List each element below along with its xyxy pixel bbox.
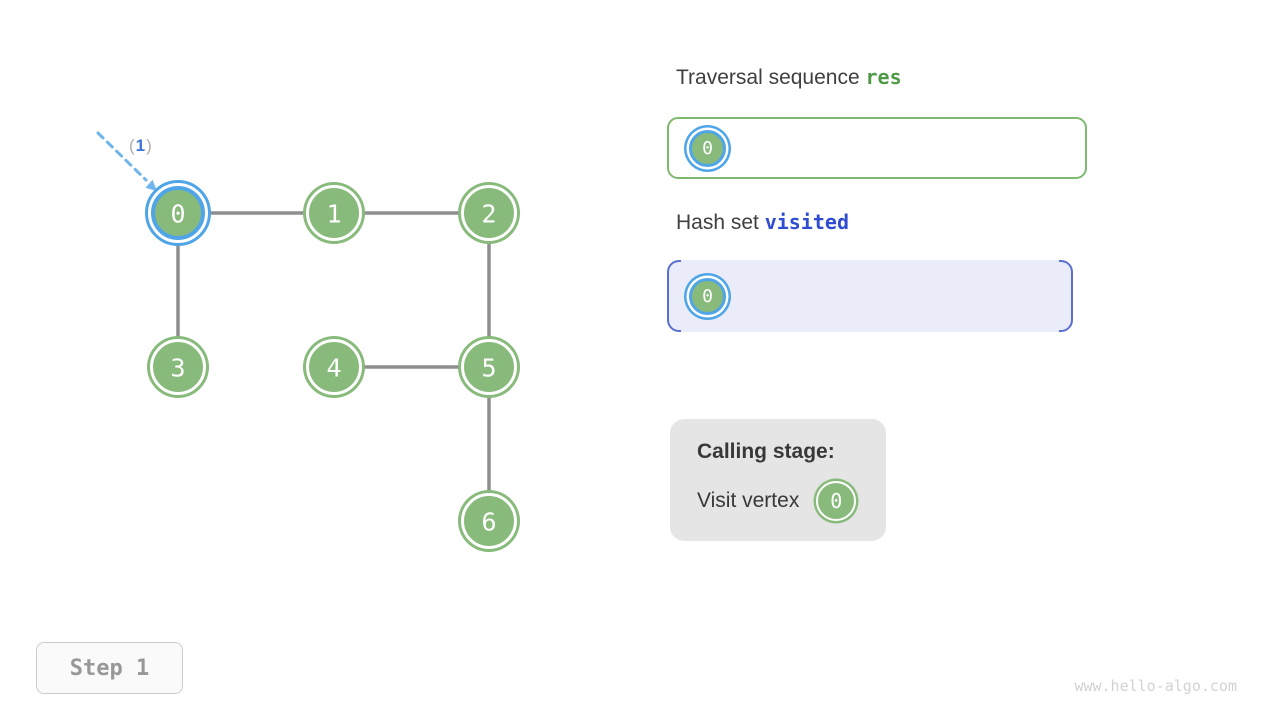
visited-panel-title: Hash set visited: [676, 210, 849, 235]
graph-node-5: 5: [458, 336, 520, 398]
svg-text:2: 2: [481, 200, 496, 229]
svg-text:5: 5: [481, 354, 496, 383]
graph-node-4: 4: [303, 336, 365, 398]
hash-set-items: 0: [667, 260, 1073, 332]
arrow-head: [145, 179, 157, 191]
visited-title-text: Hash set: [676, 211, 759, 234]
svg-text:3: 3: [170, 354, 185, 383]
label-step-number: 1: [135, 136, 147, 155]
vertex-label: 0: [830, 489, 843, 513]
watermark: www.hello-algo.com: [1074, 677, 1237, 695]
calling-stage-box: Calling stage: Visit vertex 0: [670, 419, 886, 541]
step-indicator: Step 1: [36, 642, 183, 694]
set-bracket-left: [667, 260, 681, 332]
graph-node-2: 2: [458, 182, 520, 244]
action-text: Visit vertex: [697, 489, 800, 512]
svg-text:4: 4: [326, 354, 341, 383]
visited-variable-name: visited: [764, 210, 850, 234]
graph-diagram: 0 1 2 3 4 5 6: [96, 131, 520, 552]
svg-text:1: 1: [326, 200, 341, 229]
vertex-chip-0: 0: [689, 129, 726, 167]
graph-node-3: 3: [147, 336, 209, 398]
svg-text:0: 0: [170, 200, 185, 229]
graph-node-6: 6: [458, 490, 520, 552]
graph-node-0: 0: [145, 180, 211, 246]
calling-stage-title: Calling stage:: [697, 440, 835, 463]
incoming-traversal-arrow: [96, 131, 148, 182]
label-close-paren: ): [146, 136, 153, 155]
graph-node-1: 1: [303, 182, 365, 244]
res-panel-title: Traversal sequence res: [676, 65, 902, 90]
traversal-order-label: (1): [129, 136, 153, 156]
svg-text:6: 6: [481, 508, 496, 537]
visited-vertex-node: 0: [816, 481, 857, 521]
calling-stage-action: Visit vertex 0: [697, 481, 860, 521]
res-variable-name: res: [865, 65, 902, 89]
label-open-paren: (: [129, 136, 136, 155]
hash-set-box: 0: [667, 260, 1073, 332]
traversal-sequence-box: 0: [667, 117, 1087, 179]
res-title-text: Traversal sequence: [676, 66, 860, 89]
vertex-chip-0: 0: [689, 277, 726, 315]
